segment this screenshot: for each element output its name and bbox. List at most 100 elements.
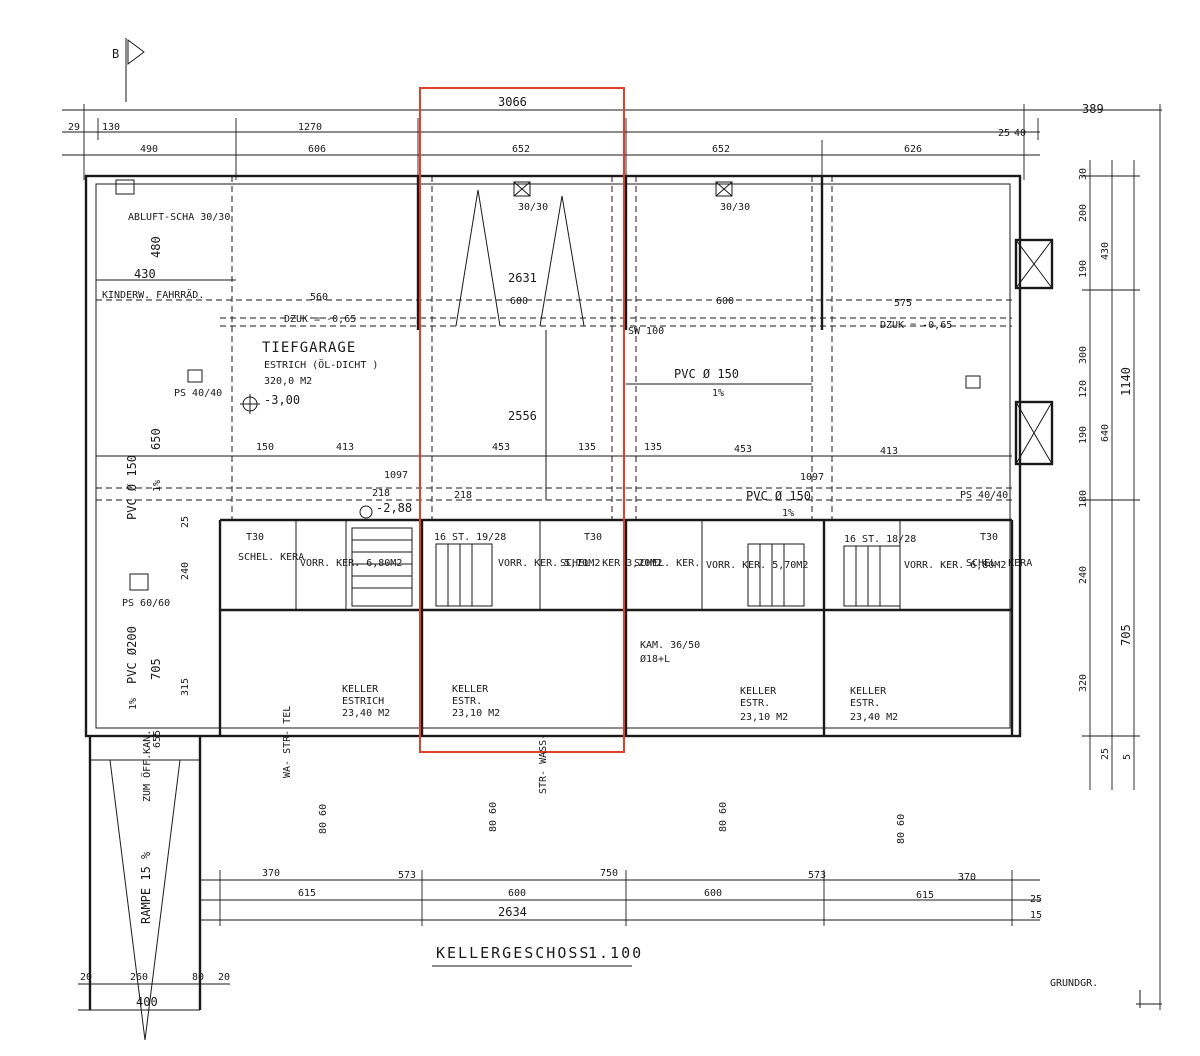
small-room-labels: VORR. KER. 6,80M2 VORR. KER. 5,70M2 VORR… [238, 532, 1032, 794]
dim-413-b: 413 [880, 446, 898, 457]
pct-mid: 1% [712, 388, 724, 399]
dim-135-b: 135 [644, 442, 662, 453]
dim-218-b: 218 [454, 490, 472, 501]
dim-1097-a: 1097 [384, 470, 408, 481]
room-area-2: 23,10 M2 [452, 708, 500, 719]
room-name-4: KELLER [850, 686, 887, 697]
dim-150: 150 [256, 442, 274, 453]
room-area-1: 23,40 M2 [342, 708, 390, 719]
garage-title: TIEFGARAGE [262, 340, 356, 356]
dim-750: 750 [600, 868, 618, 879]
dim-626: 626 [904, 144, 922, 155]
shafts: 30/30 30/30 [115, 179, 1054, 466]
dim-315: 315 [180, 678, 191, 696]
dim-80-60-a: 80 60 [318, 804, 329, 834]
zum-kanal-label: ZUM ÖFF.KAN. [140, 730, 153, 802]
dim-560: 560 [310, 292, 328, 303]
rampe-label: RAMPE 15 % [139, 851, 153, 924]
duk-left: DZUK = -0,65 [284, 314, 356, 325]
duk-right: DZUK = -0,65 [880, 320, 952, 331]
schel-c: SCHEL. KER. [634, 558, 700, 569]
dim-40: 40 [1014, 128, 1026, 139]
sw100-label: SW 100 [628, 326, 664, 337]
vorrat-d: VORR. KER. 6,80M2 [904, 560, 1006, 571]
dim-200: 200 [1078, 204, 1089, 222]
drawing-title: KELLERGESCHOSS [436, 944, 590, 962]
right-dimension-chains: 1140 430 640 705 200 190 190 300 120 180… [1078, 160, 1140, 790]
schel-d: SCHEL. KERA [966, 558, 1032, 569]
dim-615-a: 615 [298, 888, 316, 899]
vorrat-a: VORR. KER. 6,80M2 [300, 558, 402, 569]
dim-25: 25 [998, 128, 1010, 139]
dim-370-b: 370 [958, 872, 976, 883]
room-labels: KELLER ESTRICH 23,40 M2 KELLER ESTR. 23,… [342, 684, 898, 723]
ps-right-label: PS 40/40 [960, 490, 1008, 501]
top-dimension-chains: 389 29 130 1270 490 606 652 652 626 25 4… [62, 102, 1162, 1010]
dim-1097-b: 1097 [800, 472, 824, 483]
dim-573-b: 573 [808, 870, 826, 881]
dim-389: 389 [1082, 102, 1104, 116]
dim-300: 300 [1078, 346, 1089, 364]
dim-573-a: 573 [398, 870, 416, 881]
dim-615-b: 615 [916, 890, 934, 901]
dim-218-a: 218 [372, 488, 390, 499]
dim-320: 320 [1078, 674, 1089, 692]
dim-413-a: 413 [336, 442, 354, 453]
stairs [351, 527, 901, 607]
drawing-title-block: KELLERGESCHOSS 1.100 GRUNDGR. [432, 944, 1162, 1008]
bottom-dimension-chains: 370 370 615 615 573 573 750 600 600 2634… [200, 802, 1042, 926]
garage-area: 320,0 M2 [264, 376, 312, 387]
dim-260: 260 [130, 972, 148, 983]
dim-400: 400 [136, 995, 158, 1009]
dim-655: 655 [152, 730, 163, 748]
pvc-mid: PVC Ø 150 [674, 367, 739, 381]
room-finish-4: ESTR. [850, 698, 880, 709]
dim-600-b: 600 [716, 296, 734, 307]
dim-20-b: 20 [218, 972, 230, 983]
wasser-label: WA- STR- TEL [282, 706, 293, 778]
dim-30: 30 [1078, 168, 1089, 180]
room-finish-3: ESTR. [740, 698, 770, 709]
left-annotations: ABLUFT-SCHA 30/30 480 430 KINDERW. FAHRR… [78, 212, 230, 1011]
stairs-b: 16 ST. 18/28 [844, 534, 916, 545]
dim-705: 705 [149, 658, 163, 680]
dim-190-a: 190 [1078, 260, 1089, 278]
garage-annotations: TIEFGARAGE ESTRICH (ÖL-DICHT ) 320,0 M2 … [240, 271, 1008, 519]
garage-level: -3,00 [264, 393, 300, 407]
dim-575: 575 [894, 298, 912, 309]
beam-lines [96, 176, 1012, 520]
dim-80-60-b: 80 60 [488, 802, 499, 832]
dim-25-left: 25 [180, 516, 191, 528]
dim-370-a: 370 [262, 868, 280, 879]
dim-430: 430 [134, 267, 156, 281]
dim-705-right: 705 [1119, 624, 1133, 646]
pct-left-b: 1% [128, 698, 139, 710]
vorrat-c: VORR. KER. 5,70M2 [706, 560, 808, 571]
highlighted-unit: 3066 [419, 87, 625, 753]
dim-25-bottom: 25 [1030, 894, 1042, 905]
dim-600-bottom-a: 600 [508, 888, 526, 899]
highlight-dimension: 3066 [498, 95, 527, 109]
dim-180: 180 [1078, 490, 1089, 508]
room-name-1: KELLER [342, 684, 379, 695]
level-2-88: -2,88 [376, 501, 412, 515]
room-area-4: 23,40 M2 [850, 712, 898, 723]
dim-120: 120 [1078, 380, 1089, 398]
section-marker-label: B [112, 47, 119, 61]
room-name-2: KELLER [452, 684, 489, 695]
dim-1270: 1270 [298, 122, 322, 133]
pct-low: 1% [782, 508, 794, 519]
dim-80-60-d: 80 60 [896, 814, 907, 844]
dim-652b: 652 [712, 144, 730, 155]
dim-5-right: 5 [1122, 754, 1133, 760]
vorrat-b: VORR. KER. 5,70M2 [498, 558, 600, 569]
dim-480: 480 [149, 236, 163, 258]
stairs-a: 16 ST. 19/28 [434, 532, 506, 543]
dim-240: 240 [180, 562, 191, 580]
dim-190-b: 190 [1078, 426, 1089, 444]
dim-640: 640 [1100, 424, 1111, 442]
dim-600-a: 600 [510, 296, 528, 307]
dim-240-right: 240 [1078, 566, 1089, 584]
dim-2631: 2631 [508, 271, 537, 285]
dim-29: 29 [68, 122, 80, 133]
